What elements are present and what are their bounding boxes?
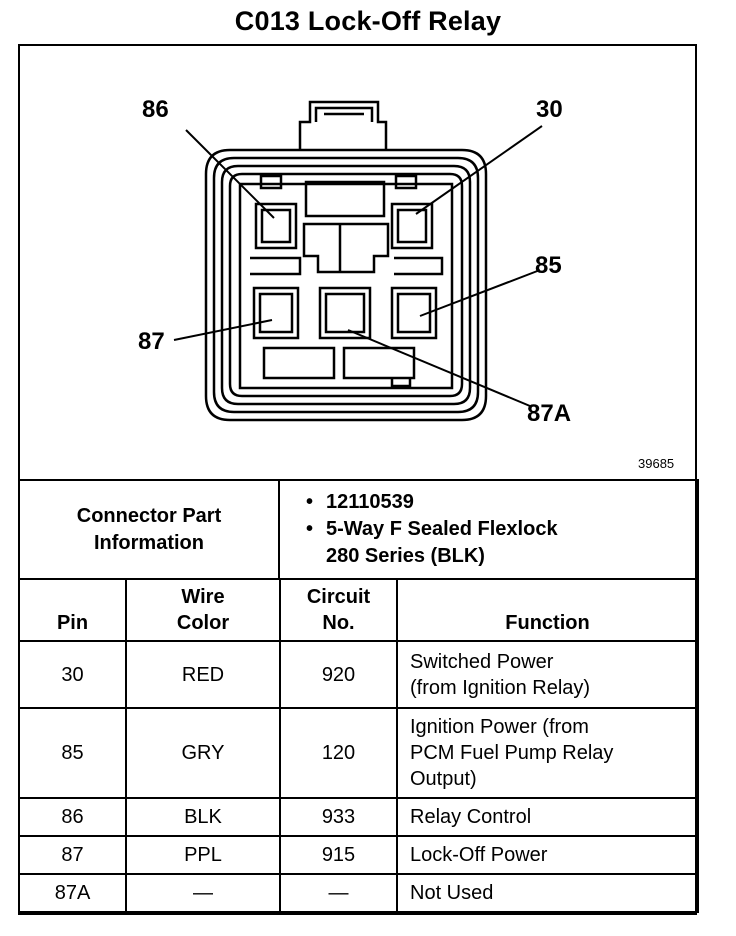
connector-description-line2: 280 Series (BLK) (326, 545, 485, 567)
cell-pin: 87A (18, 873, 127, 913)
pin-table-header: Pin Wire Color Circuit No. Function (18, 578, 699, 642)
cell-circuit: 915 (279, 835, 398, 875)
connector-info-label-line2: Information (94, 531, 204, 554)
cell-function: Lock-Off Power (396, 835, 699, 875)
cell-wire-color: GRY (125, 707, 281, 799)
callout-pin-87: 87 (138, 328, 165, 355)
cell-wire-color: BLK (125, 797, 281, 837)
table-row: 86 BLK 933 Relay Control (18, 797, 699, 837)
cell-pin: 85 (18, 707, 127, 799)
table-row: 30 RED 920 Switched Power (from Ignition… (18, 640, 699, 709)
cell-circuit: 920 (279, 640, 398, 709)
cell-circuit: — (279, 873, 398, 913)
header-wire-color: Wire Color (125, 578, 281, 642)
pin-table: Pin Wire Color Circuit No. Function 30 R… (18, 578, 699, 913)
page-title: C013 Lock-Off Relay (234, 6, 502, 36)
cell-pin: 87 (18, 835, 127, 875)
callout-pin-87a: 87A (527, 400, 572, 427)
callout-pin-30: 30 (536, 96, 563, 123)
cell-function: Ignition Power (from PCM Fuel Pump Relay… (396, 707, 699, 799)
cell-wire-color: — (125, 873, 281, 913)
connector-diagram: 86 30 85 87 87A 39685 (18, 44, 697, 480)
header-function: Function (396, 578, 699, 642)
cell-circuit: 120 (279, 707, 398, 799)
connector-description-line1: 5-Way F Sealed Flexlock (306, 516, 697, 543)
header-pin: Pin (18, 578, 127, 642)
callout-pin-86: 86 (142, 96, 169, 123)
cell-pin: 30 (18, 640, 127, 709)
cell-wire-color: PPL (125, 835, 281, 875)
connector-info-label: Connector Part Information (18, 479, 280, 580)
cell-circuit: 933 (279, 797, 398, 837)
cell-function: Not Used (396, 873, 699, 913)
table-row: 87A — — Not Used (18, 873, 699, 913)
connector-info-values: 12110539 5-Way F Sealed Flexlock 280 Ser… (278, 479, 699, 580)
part-number: 12110539 (306, 489, 697, 516)
table-row: 87 PPL 915 Lock-Off Power (18, 835, 699, 875)
connector-info-table: Connector Part Information 12110539 5-Wa… (18, 479, 699, 580)
cell-function: Switched Power (from Ignition Relay) (396, 640, 699, 709)
figure-number: 39685 (638, 456, 675, 471)
callout-pin-85: 85 (535, 252, 562, 279)
connector-info-label-line1: Connector Part (76, 504, 222, 527)
cell-wire-color: RED (125, 640, 281, 709)
header-circuit: Circuit No. (279, 578, 398, 642)
cell-function: Relay Control (396, 797, 699, 837)
connector-face-drawing (173, 100, 543, 422)
table-row: 85 GRY 120 Ignition Power (from PCM Fuel… (18, 707, 699, 799)
cell-pin: 86 (18, 797, 127, 837)
